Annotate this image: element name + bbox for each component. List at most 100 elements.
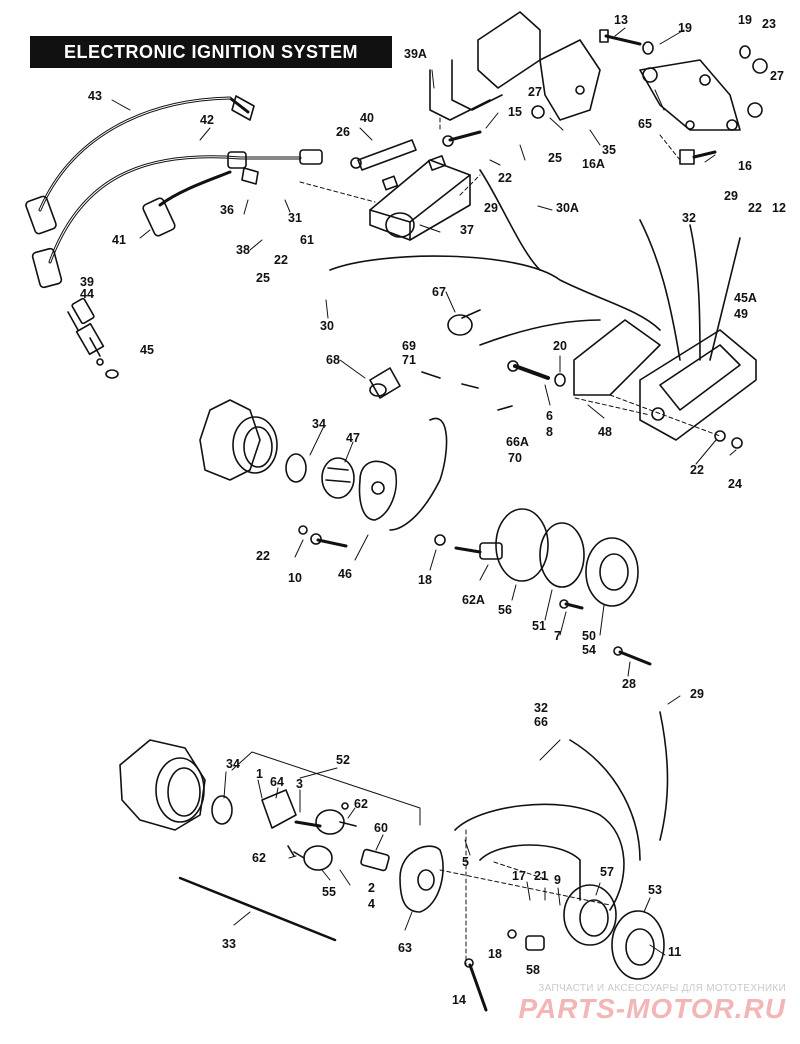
spark-plug-39 [67,297,105,366]
part-label: 40 [360,111,374,125]
part-label: 33 [222,937,236,951]
leader-lines [111,27,737,677]
washer-19b [739,45,751,59]
part-label: 70 [508,451,522,465]
part-label: 64 [270,775,284,789]
wiring-harness [329,169,741,531]
part-label: 11 [668,945,681,959]
part-label: 16A [582,157,605,171]
part-label: 12 [772,201,786,215]
watermark-tagline: ЗАПЧАСТИ И АКСЕССУАРЫ ДЛЯ МОТОТЕХНИКИ [538,983,786,994]
part-label: 66 [534,715,548,729]
washer-18b [507,929,517,939]
part-label: 15 [508,105,522,119]
washer-19 [642,41,654,55]
washer-22d [714,430,726,442]
part-label: 46 [338,567,352,581]
bolt-13 [599,29,642,46]
part-label: 10 [288,571,302,585]
part-label: 42 [200,113,214,127]
connector-68 [369,367,401,399]
spark-plug-cable-42 [31,149,323,289]
part-label: 8 [546,425,553,439]
part-label: 24 [728,477,742,491]
gasket-51 [539,522,585,588]
lead-wires-lower [569,711,669,861]
part-label: 58 [526,963,540,977]
part-label: 30 [320,319,334,333]
part-label: 29 [484,201,498,215]
part-label: 63 [398,941,412,955]
part-label: 69 [402,339,416,353]
part-label: 65 [638,117,652,131]
part-label: 45 [140,343,154,357]
part-label: 41 [112,233,126,247]
terminal-6-8 [507,360,550,380]
bolt-16 [679,149,717,165]
part-label: 37 [460,223,474,237]
part-label: 47 [346,431,360,445]
part-label: 22 [274,253,288,267]
part-label: 19 [678,21,692,35]
part-label: 27 [528,85,542,99]
plate-56 [495,508,549,582]
nut-24 [731,437,743,449]
part-label: 49 [734,307,748,321]
part-label: 21 [534,869,548,883]
lower-dashes [439,829,611,966]
part-label: 25 [548,151,562,165]
weights-55 [287,845,333,871]
nut-23 [752,58,768,74]
part-label: 43 [88,89,102,103]
sensor-plate-46 [358,460,397,521]
part-label: 19 [738,13,752,27]
part-label: 55 [322,885,336,899]
crankcase-cover-lower [119,739,206,831]
ignition-module-45A-49 [639,329,757,441]
watermark-logo: PARTS-MOTOR.RU [518,993,786,1024]
part-label: 45A [734,291,757,305]
part-label: 35 [602,143,616,157]
nut-27 [747,102,763,118]
part-label: 25 [256,271,270,285]
part-label: 6 [546,409,553,423]
watermark: ЗАПЧАСТИ И АКСЕССУАРЫ ДЛЯ МОТОТЕХНИКИ PA… [518,983,786,1024]
part-label: 54 [582,643,596,657]
washer-45 [105,369,119,379]
part-label: 22 [498,171,512,185]
title-banner: ELECTRONIC IGNITION SYSTEM [30,36,392,68]
part-label: 27 [770,69,784,83]
part-label: 22 [690,463,704,477]
part-label: 16 [738,159,752,173]
part-label: 34 [226,757,240,771]
washer-22e [298,525,308,535]
ignition-module-48 [573,319,661,396]
cover-53 [611,910,665,980]
page-title: ELECTRONIC IGNITION SYSTEM [63,42,358,62]
part-label: 9 [554,873,561,887]
part-label: 32 [534,701,548,715]
spacer-62A [454,542,503,560]
part-label: 66A [506,435,529,449]
screw-15 [442,130,482,147]
nut-27a [531,105,545,119]
part-label: 23 [762,17,776,31]
part-label: 39 [80,275,94,289]
pin-28 [613,646,652,666]
part-label: 62 [354,797,368,811]
crankcase-cover-upper [199,399,278,481]
bracket-65 [639,59,741,131]
part-label: 18 [418,573,432,587]
connector-60 [360,848,390,872]
nut-26 [350,157,362,169]
part-label: 29 [724,189,738,203]
part-label: 56 [498,603,512,617]
part-label: 61 [300,233,314,247]
washer-20 [554,373,566,387]
bracket-40 [357,139,417,171]
part-label: 34 [312,417,326,431]
part-label: 4 [368,897,375,911]
small-terminals [421,371,513,411]
